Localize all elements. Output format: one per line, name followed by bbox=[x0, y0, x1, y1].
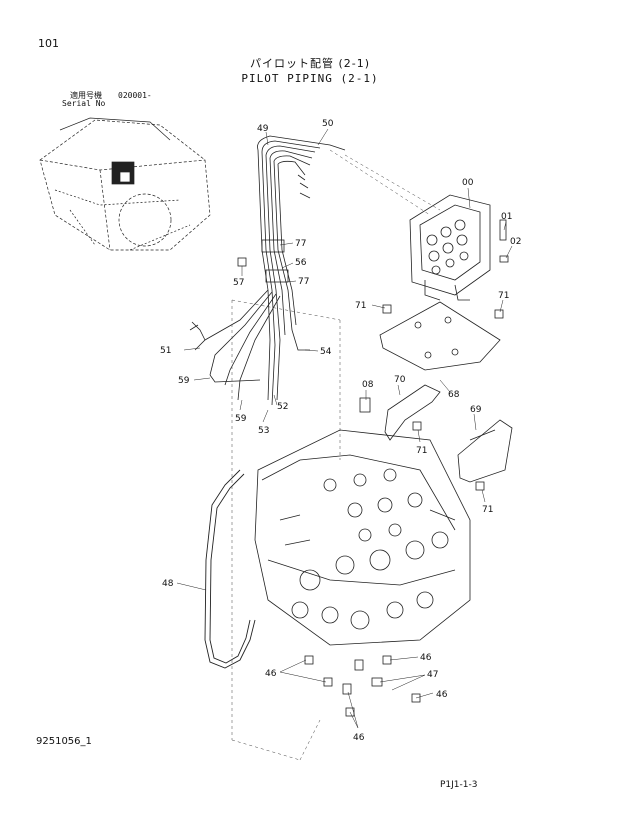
serial-value: 020001- bbox=[118, 91, 152, 100]
bracket-70 bbox=[384, 384, 441, 441]
callout-label: 02 bbox=[510, 237, 521, 247]
callout-label: 57 bbox=[233, 278, 244, 288]
callout-label: 51 bbox=[160, 346, 171, 356]
document-code: 9251056_1 bbox=[36, 736, 92, 747]
callout-label: 70 bbox=[394, 375, 406, 385]
callout-label: 53 bbox=[258, 426, 269, 436]
page-code: P1J1-1-3 bbox=[440, 780, 478, 790]
callout-label: 00 bbox=[462, 178, 474, 188]
fittings bbox=[237, 219, 509, 717]
pilot-hose-48 bbox=[204, 469, 256, 669]
callout-label: 46 bbox=[436, 690, 448, 700]
page-title-japanese: パイロット配管 (2-1) bbox=[249, 57, 371, 70]
callout-label: 47 bbox=[427, 670, 438, 680]
callout-label: 46 bbox=[420, 653, 432, 663]
serial-label-japanese: 適用号機 bbox=[70, 91, 102, 100]
callout-label: 48 bbox=[162, 579, 174, 589]
callout-label: 71 bbox=[498, 291, 509, 301]
page-number: 101 bbox=[38, 37, 59, 50]
callout-label: 46 bbox=[265, 669, 277, 679]
callout-label: 71 bbox=[482, 505, 493, 515]
callout-label: 54 bbox=[320, 347, 332, 357]
callout-label: 59 bbox=[178, 376, 190, 386]
callout-label: 69 bbox=[470, 405, 482, 415]
callout-leaders bbox=[176, 128, 513, 729]
leader-dashed-lines bbox=[231, 149, 441, 761]
callout-label: 08 bbox=[362, 380, 374, 390]
pilot-hose-bundle bbox=[189, 135, 346, 406]
callout-label: 52 bbox=[277, 402, 288, 412]
bracket-69 bbox=[457, 419, 513, 483]
serial-label-english: Serial No bbox=[62, 99, 106, 108]
callout-label: 68 bbox=[448, 390, 460, 400]
callout-label: 01 bbox=[501, 212, 512, 222]
callout-label: 50 bbox=[322, 119, 334, 129]
callout-label: 56 bbox=[295, 258, 307, 268]
pilot-valve-block bbox=[409, 194, 491, 301]
page-title-english: PILOT PIPING (2-1) bbox=[241, 72, 379, 85]
machine-overview-thumbnail bbox=[39, 117, 211, 251]
callout-label: 59 bbox=[235, 414, 247, 424]
callout-label: 46 bbox=[353, 733, 365, 743]
callout-label: 71 bbox=[355, 301, 366, 311]
callout-label: 49 bbox=[257, 124, 269, 134]
callout-labels: 49 50 00 01 02 77 56 57 77 71 71 51 54 5… bbox=[160, 119, 521, 743]
callout-label: 71 bbox=[416, 446, 427, 456]
callout-label: 77 bbox=[295, 239, 306, 249]
control-valve-body bbox=[254, 429, 471, 646]
callout-label: 77 bbox=[298, 277, 309, 287]
bracket-plate-68 bbox=[379, 301, 501, 371]
